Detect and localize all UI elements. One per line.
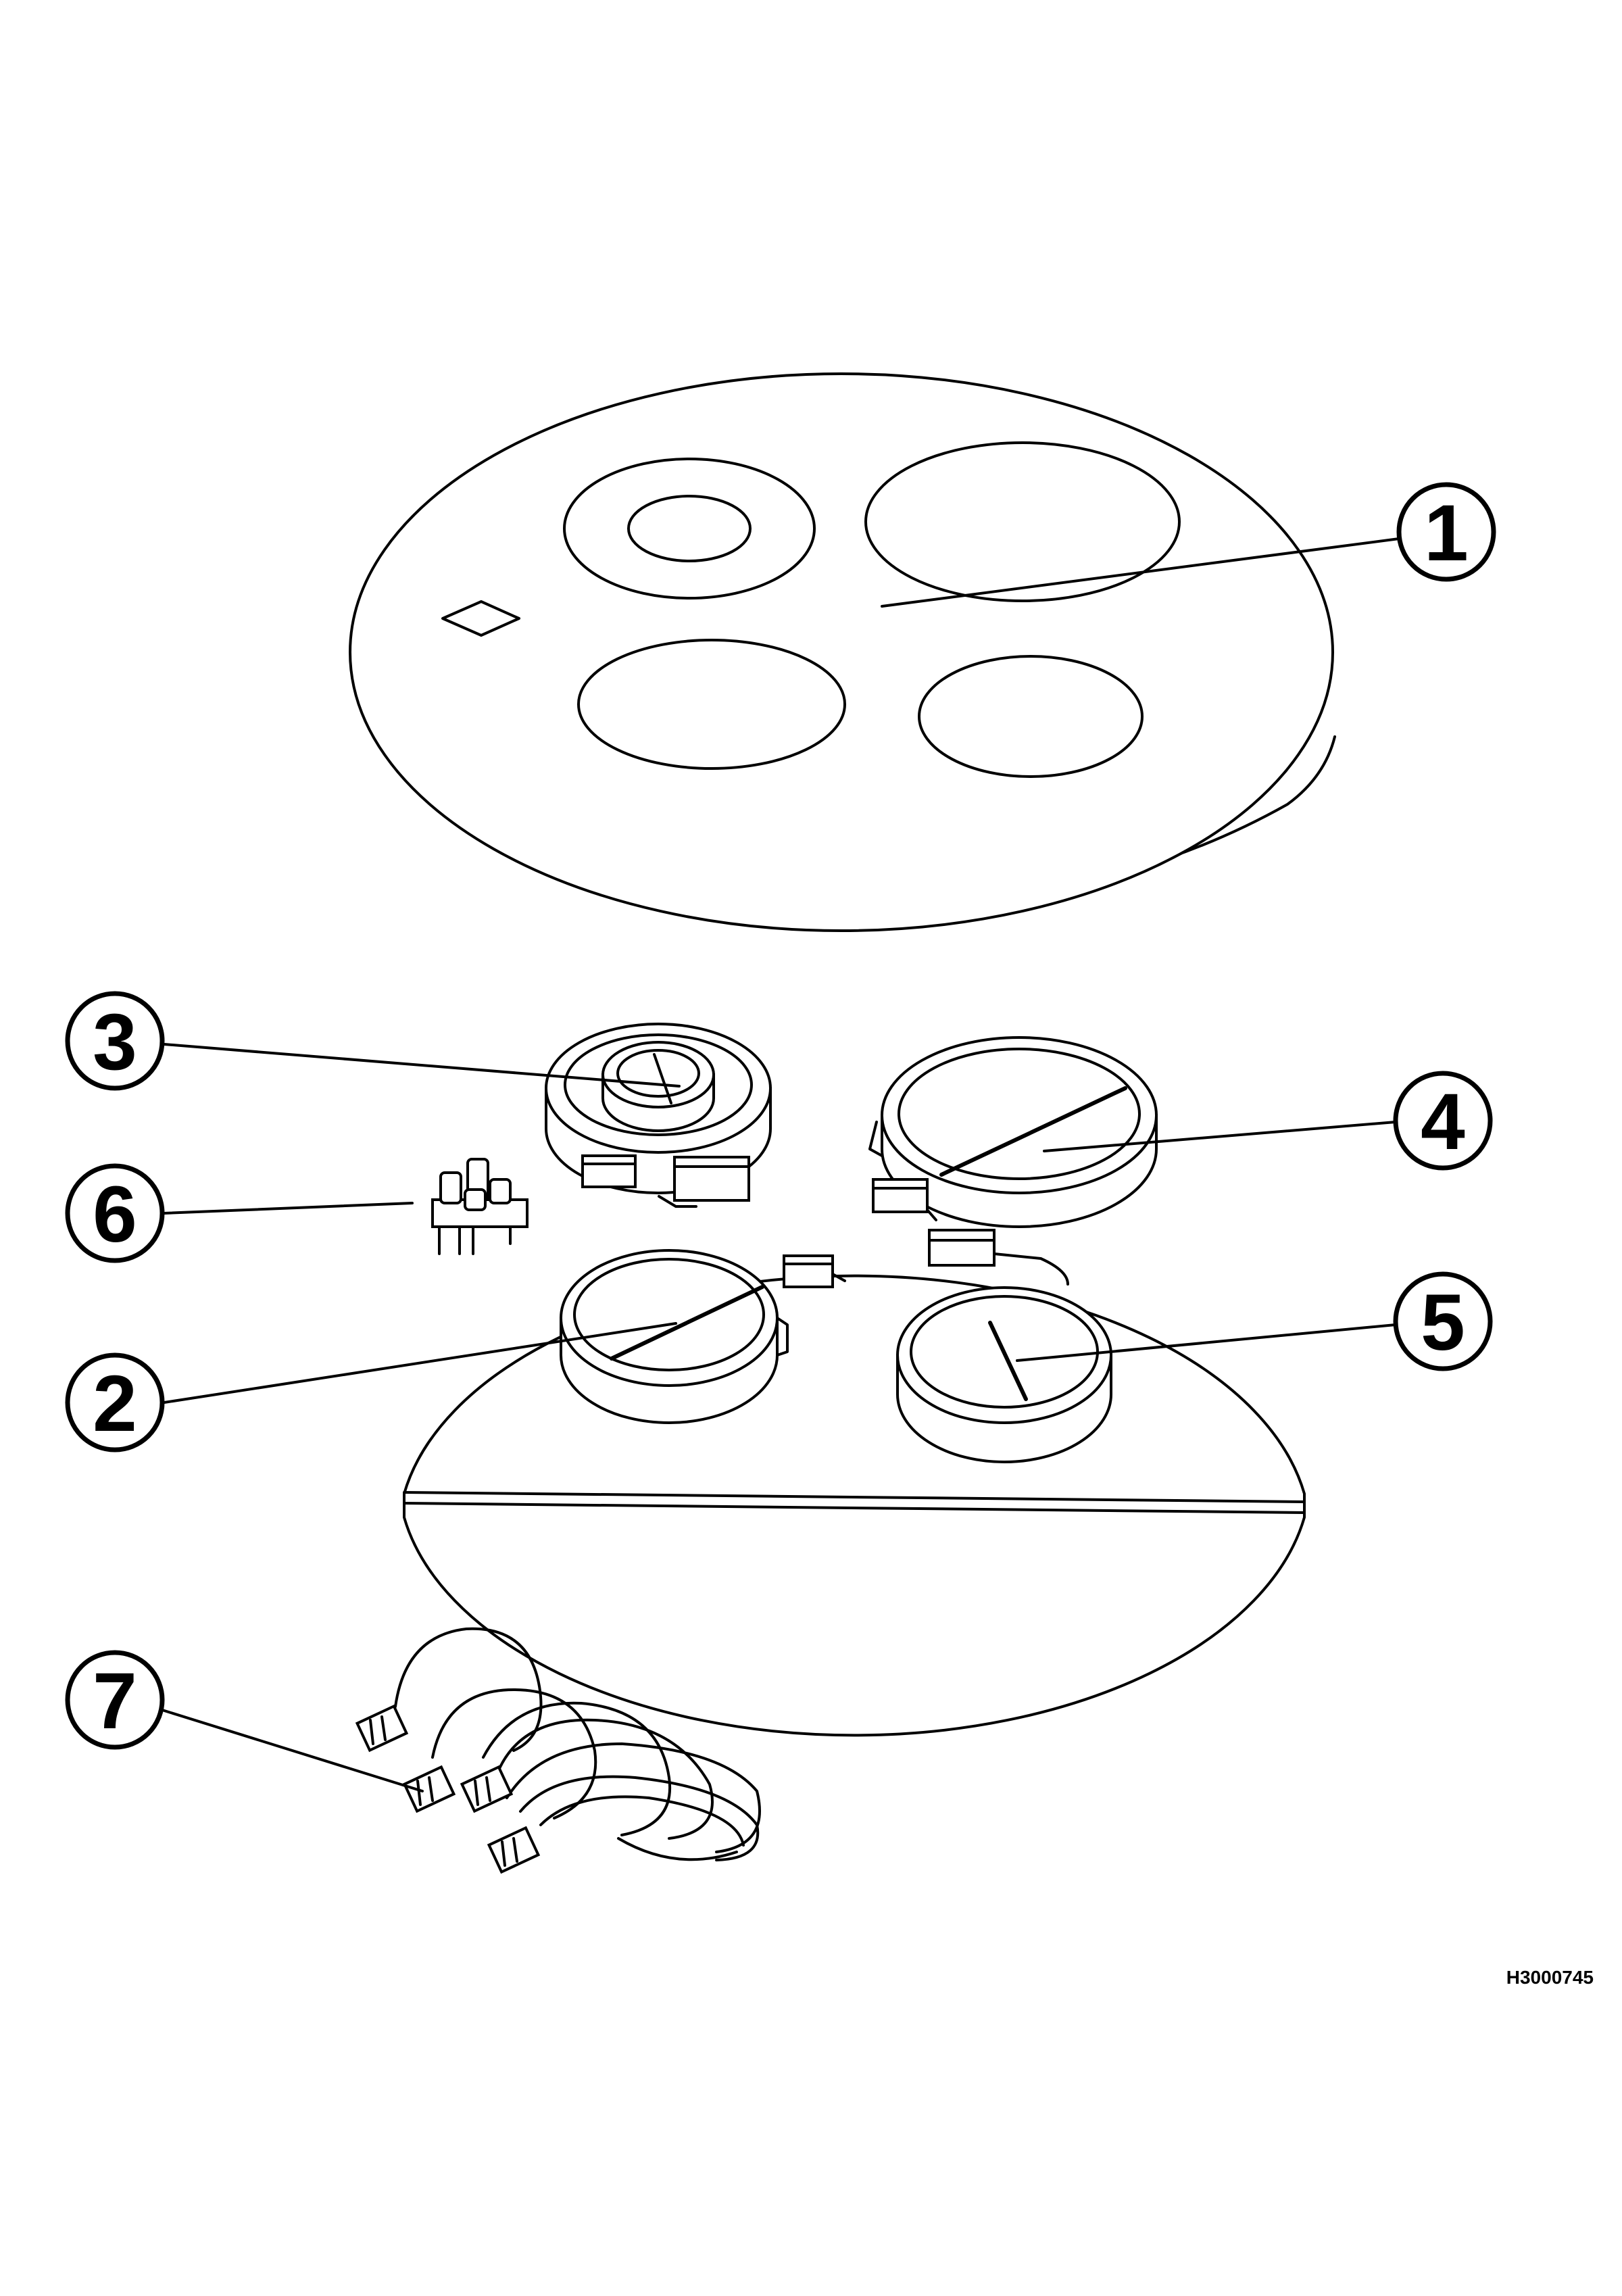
callout-label-5: 5	[1421, 1278, 1465, 1367]
large-radiant-element	[868, 1036, 1158, 1228]
callout-5: 5	[1393, 1271, 1493, 1371]
wiring-harness	[355, 1627, 761, 1874]
drawing-reference-number: H3000745	[1506, 1967, 1594, 1988]
callout-3: 3	[65, 991, 165, 1091]
callout-4: 4	[1393, 1071, 1493, 1171]
wire-connector	[402, 1765, 456, 1813]
diamond-marking	[441, 600, 520, 637]
callout-label-7: 7	[93, 1657, 137, 1746]
wire-connector	[355, 1704, 409, 1753]
radiant-element-front-right	[896, 1229, 1112, 1463]
callout-label-2: 2	[93, 1359, 137, 1448]
dual-radiant-element	[545, 1023, 772, 1208]
hot-surface-sensor	[431, 1158, 529, 1255]
callout-6: 6	[65, 1163, 165, 1263]
glass-ceramic-top	[349, 372, 1336, 932]
callout-label-1: 1	[1424, 489, 1469, 578]
callout-label-6: 6	[93, 1170, 137, 1259]
cooking-zone-markings	[441, 441, 1181, 778]
callout-1: 1	[1396, 482, 1496, 582]
callout-label-3: 3	[93, 998, 137, 1087]
wire-connector	[487, 1826, 541, 1874]
callout-7: 7	[65, 1650, 165, 1750]
callout-label-4: 4	[1421, 1077, 1465, 1167]
wire-connector	[460, 1765, 514, 1813]
radiant-element-front-left	[560, 1249, 846, 1424]
callout-2: 2	[65, 1352, 165, 1452]
leader-lines	[161, 537, 1400, 1792]
